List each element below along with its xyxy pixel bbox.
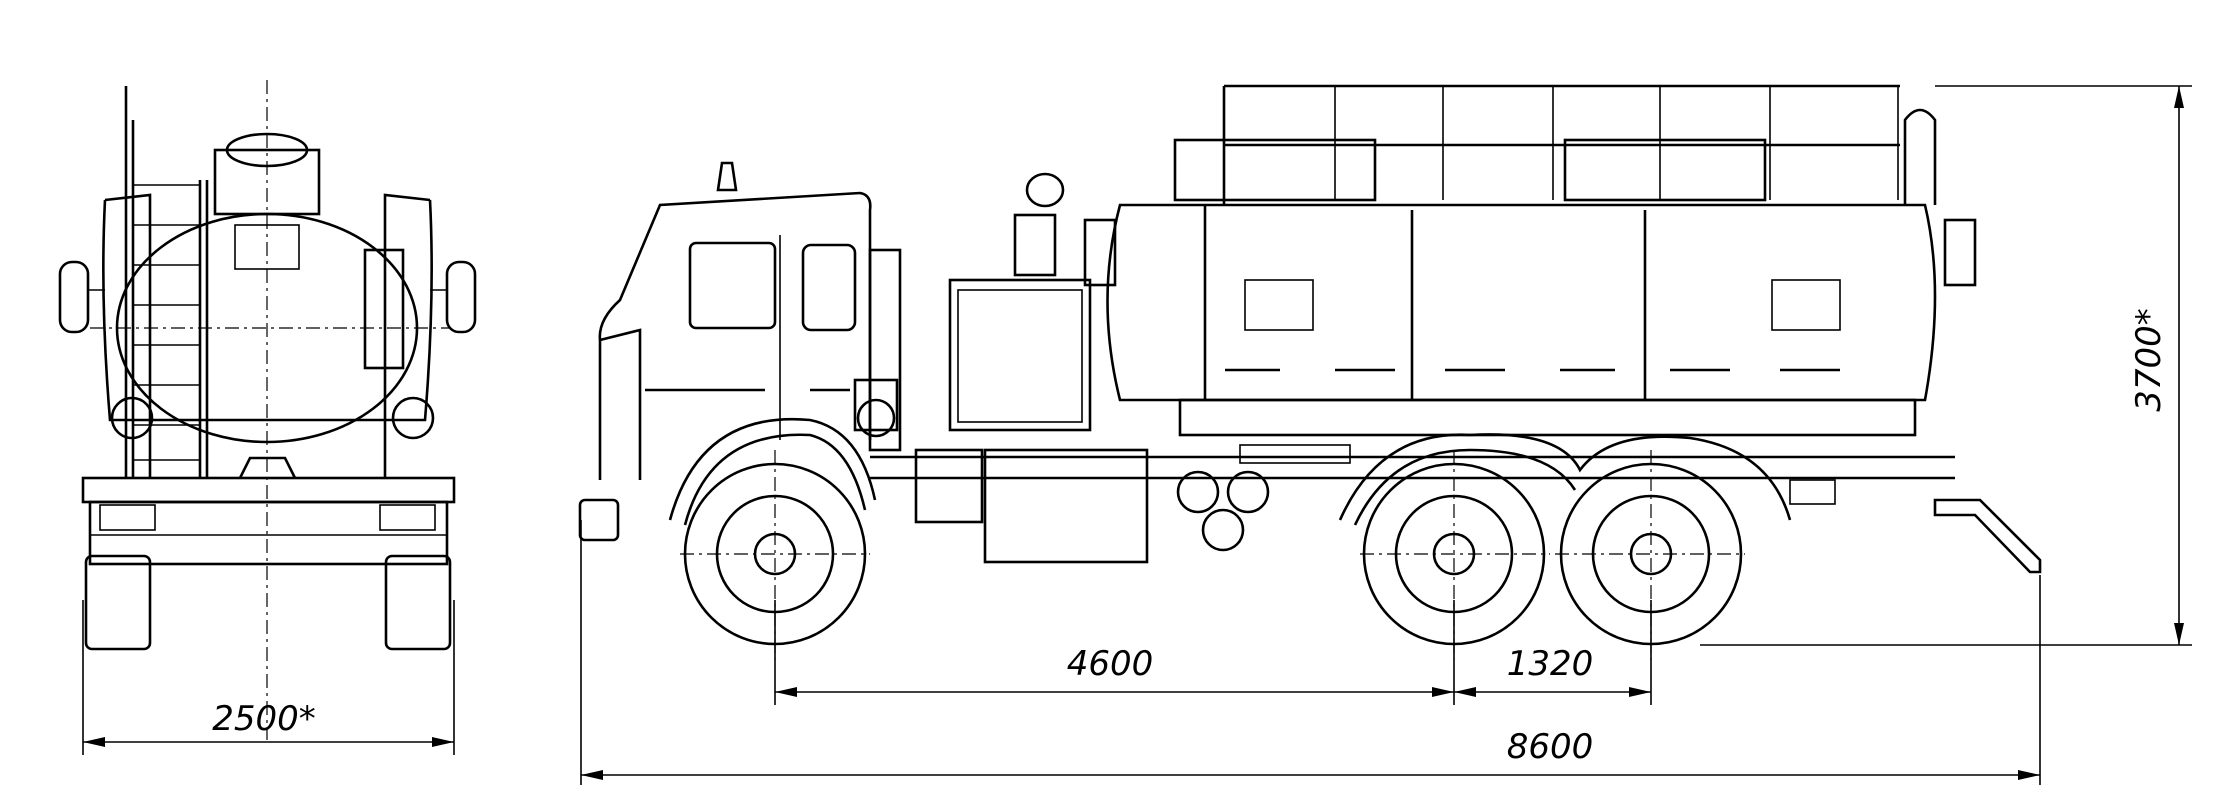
dimension-axle-spacing-label: 1320 — [1507, 644, 1594, 684]
dimension-height-label: 3700* — [2129, 308, 2169, 412]
dimension-length-label: 8600 — [1507, 727, 1594, 767]
dimension-width-label: 2500* — [212, 699, 316, 739]
dimension-wheelbase-label: 4600 — [1067, 644, 1154, 684]
side-view — [578, 84, 2192, 785]
front-view — [58, 80, 477, 755]
